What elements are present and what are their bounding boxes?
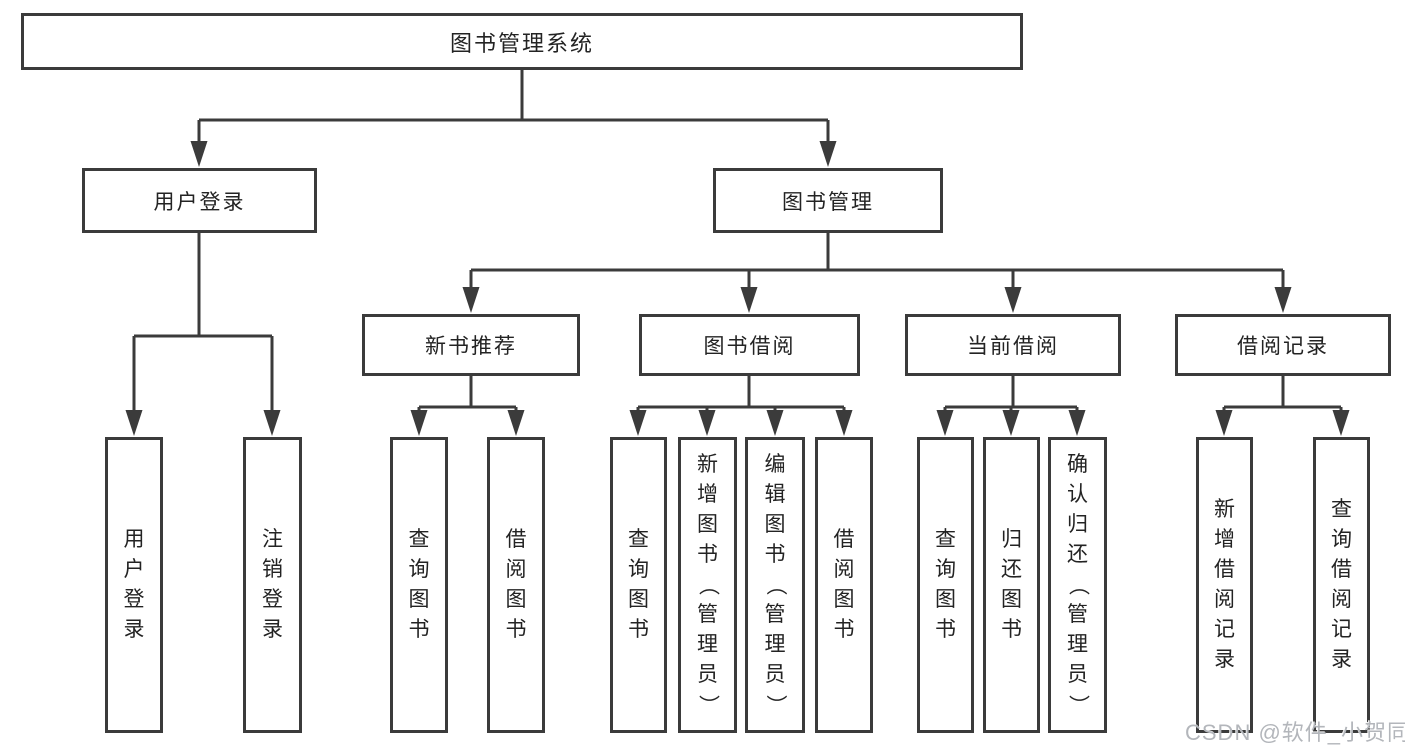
node-book-borrowing: 图书借阅	[639, 314, 860, 376]
arrowhead-icon	[629, 410, 647, 436]
node-label: 借阅图书	[833, 528, 855, 641]
node-label: 当前借阅	[967, 335, 1059, 358]
arrowhead-icon	[1274, 287, 1292, 313]
arrowhead-icon	[819, 141, 837, 167]
arrowhead-icon	[766, 410, 784, 436]
node-label: 新增图书（管理员）	[696, 453, 720, 716]
node-borrow-books-recommend: 借阅图书	[487, 437, 545, 733]
arrowhead-icon	[190, 141, 208, 167]
node-user-login: 用户登录	[82, 168, 317, 233]
node-return-books: 归还图书	[983, 437, 1040, 733]
arrowhead-icon	[462, 287, 480, 313]
node-label: 归还图书	[1001, 528, 1022, 641]
node-query-books-borrowing: 查询图书	[610, 437, 667, 733]
node-label: 用户登录	[153, 190, 246, 214]
node-label: 新增借阅记录	[1214, 498, 1235, 671]
node-borrowing-records: 借阅记录	[1175, 314, 1391, 376]
node-edit-books-admin: 编辑图书（管理员）	[745, 437, 805, 733]
node-borrow-books: 借阅图书	[815, 437, 873, 733]
arrowhead-icon	[1068, 410, 1086, 436]
node-query-borrowing-record: 查询借阅记录	[1313, 437, 1370, 733]
node-label: 借阅图书	[505, 528, 527, 641]
node-book-management: 图书管理	[713, 168, 943, 233]
node-add-borrowing-record: 新增借阅记录	[1196, 437, 1253, 733]
node-label: 图书管理	[782, 190, 874, 214]
arrowhead-icon	[263, 410, 281, 436]
node-logout: 注销登录	[243, 437, 302, 733]
arrowhead-icon	[125, 410, 143, 436]
node-label: 借阅记录	[1237, 335, 1329, 358]
arrowhead-icon	[936, 410, 954, 436]
node-new-book-recommendation: 新书推荐	[362, 314, 580, 376]
arrowhead-icon	[698, 410, 716, 436]
node-label: 确认归还（管理员）	[1066, 453, 1090, 716]
arrowhead-icon	[835, 410, 853, 436]
arrowhead-icon	[507, 410, 525, 436]
node-label: 图书借阅	[703, 335, 796, 358]
node-label: 查询图书	[628, 528, 649, 641]
node-label: 新书推荐	[425, 335, 517, 358]
arrowhead-icon	[740, 287, 758, 313]
node-label: 编辑图书（管理员）	[764, 453, 787, 716]
arrowhead-icon	[1332, 410, 1350, 436]
arrowhead-icon	[1002, 410, 1020, 436]
node-user-login-leaf: 用户登录	[105, 437, 163, 733]
node-library-management-system: 图书管理系统	[21, 13, 1023, 70]
node-label: 图书管理系统	[449, 30, 594, 56]
node-label: 查询图书	[935, 528, 956, 641]
watermark-csdn: CSDN @软件_小贺同学	[1185, 720, 1405, 745]
arrowhead-icon	[1004, 287, 1022, 313]
node-add-books-admin: 新增图书（管理员）	[678, 437, 737, 733]
node-query-books-recommend: 查询图书	[390, 437, 448, 733]
node-query-books-current: 查询图书	[917, 437, 974, 733]
node-confirm-return-admin: 确认归还（管理员）	[1048, 437, 1107, 733]
node-label: 查询借阅记录	[1331, 498, 1352, 671]
node-label: 查询图书	[408, 528, 430, 641]
node-current-borrowing: 当前借阅	[905, 314, 1121, 376]
node-label: 注销登录	[262, 528, 283, 641]
arrowhead-icon	[1215, 410, 1233, 436]
node-label: 用户登录	[123, 528, 145, 641]
arrowhead-icon	[410, 410, 428, 436]
